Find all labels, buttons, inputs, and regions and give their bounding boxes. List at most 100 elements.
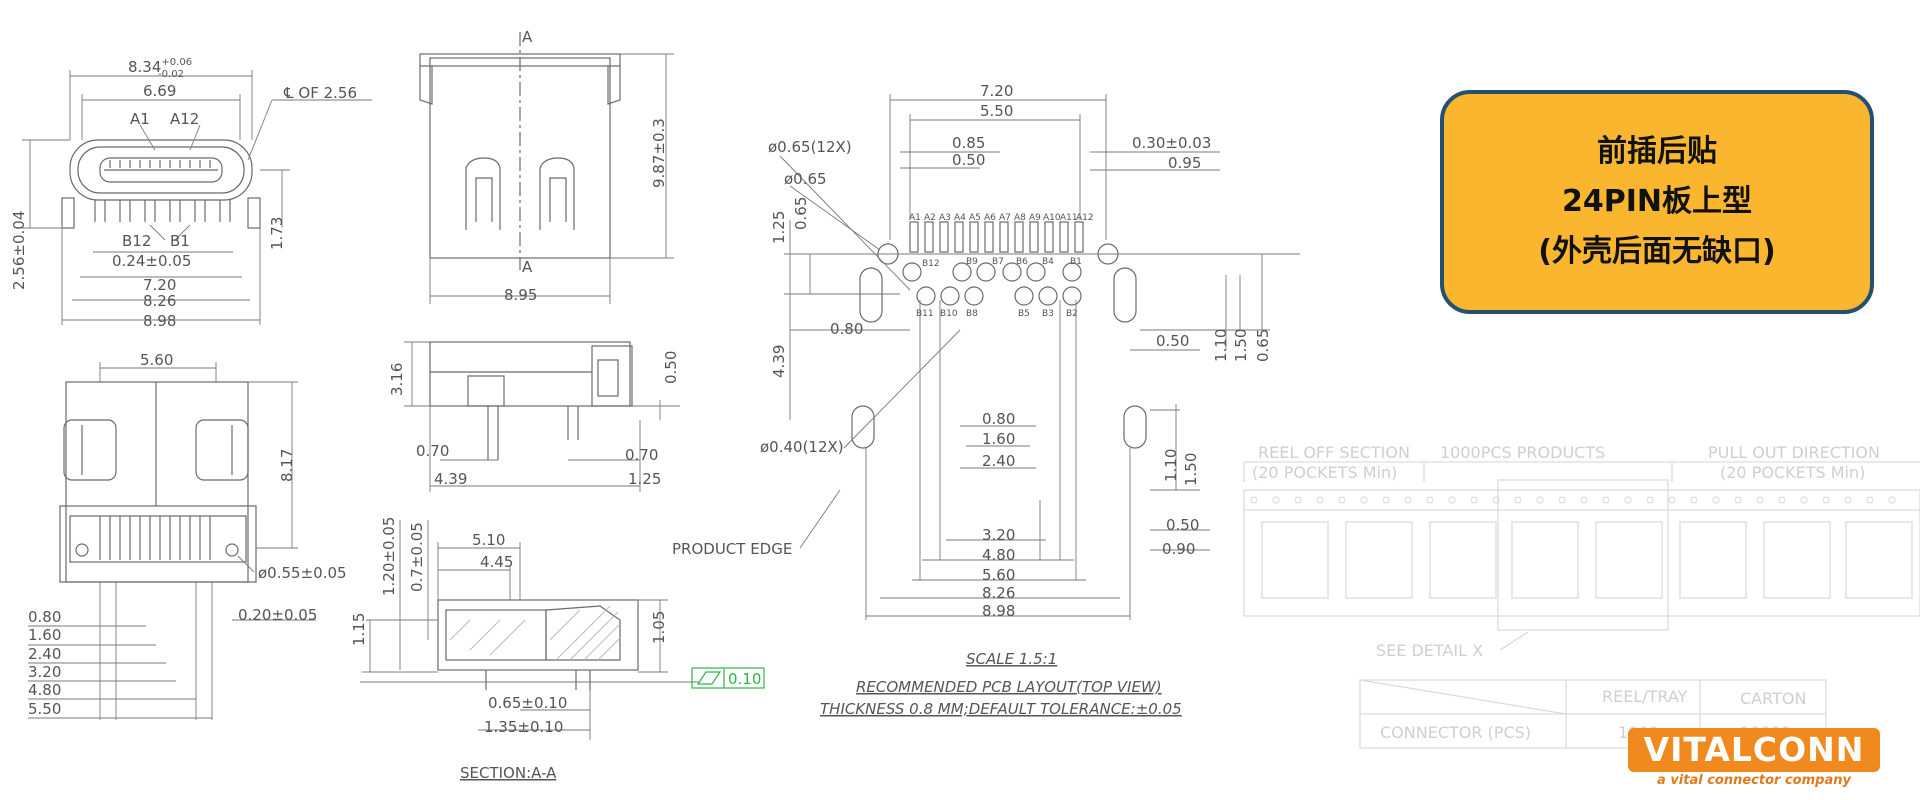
- pcb-right-0-50a: 0.50: [1156, 332, 1189, 350]
- pcb-dim-5-50: 5.50: [980, 102, 1013, 120]
- bottom-row-1-60: 1.60: [28, 626, 61, 644]
- table-col-carton: CARTON: [1740, 689, 1806, 708]
- reel-products: 1000PCS PRODUCTS: [1440, 443, 1605, 462]
- bottom-row-2-40: 2.40: [28, 645, 61, 663]
- pcb-c-2-40: 2.40: [982, 452, 1015, 470]
- bottom-pin-width: 0.20±0.05: [238, 606, 317, 624]
- front-dim-1-73: 1.73: [268, 217, 286, 250]
- top-view: A A 8.95 9.87±0.3: [419, 28, 674, 304]
- pcb-pins-b-bottom: B11 B10 B8 B5 B3 B2: [916, 309, 1078, 319]
- pcb-pins-a: A1 A2 A3 A4 A5 A6 A7 A8 A9 A10 A11 A12: [909, 213, 1094, 223]
- svg-text:B9: B9: [966, 257, 978, 267]
- bottom-hole: ø0.55±0.05: [258, 564, 347, 582]
- top-width: 8.95: [504, 286, 537, 304]
- bottom-row-0-80: 0.80: [28, 608, 61, 626]
- pcb-right-0-50b: 0.50: [1166, 516, 1199, 534]
- pcb-b-3-20: 3.20: [982, 526, 1015, 544]
- svg-text:A1: A1: [909, 213, 921, 223]
- svg-text:A8: A8: [1014, 213, 1026, 223]
- bottom-row-3-20: 3.20: [28, 663, 61, 681]
- pcb-hole-dia: ø0.65: [784, 170, 827, 188]
- section-dim-0-7: 0.7±0.05: [408, 522, 426, 592]
- logo-tagline: a vital connector company: [1657, 773, 1851, 788]
- pcb-dim-0-95: 0.95: [1168, 154, 1201, 172]
- front-dim-8-26: 8.26: [143, 292, 176, 310]
- callout-line-1: 前插后贴: [1597, 134, 1717, 169]
- reel-off-label: REEL OFF SECTION: [1258, 443, 1410, 462]
- pcb-right-0-90: 0.90: [1162, 540, 1195, 558]
- reel-pull-out-sub: (20 POCKETS Min): [1720, 463, 1865, 482]
- pcb-dim-7-20: 7.20: [980, 82, 1013, 100]
- svg-text:A12: A12: [1076, 213, 1094, 223]
- pcb-pad-dia: ø0.65(12X): [768, 138, 852, 156]
- pcb-pins-b-top: B12 B9 B7 B6 B4 B1: [922, 257, 1082, 269]
- pcb-c-0-80: 0.80: [982, 410, 1015, 428]
- side-height: 3.16: [388, 363, 406, 396]
- pcb-b-8-98: 8.98: [982, 602, 1015, 620]
- section-dim-1-15: 1.15: [350, 613, 368, 646]
- side-left-070: 0.70: [416, 442, 449, 460]
- section-dim-1-05: 1.05: [650, 611, 668, 644]
- bottom-top-width: 5.60: [140, 351, 173, 369]
- bottom-row-4-80: 4.80: [28, 681, 61, 699]
- see-detail: SEE DETAIL X: [1376, 641, 1483, 660]
- svg-text:B10: B10: [940, 309, 958, 319]
- pcb-right-0-65: 0.65: [1254, 329, 1272, 362]
- svg-text:A4: A4: [954, 213, 966, 223]
- pcb-left-1-25: 1.25: [770, 211, 788, 244]
- svg-text:A9: A9: [1029, 213, 1041, 223]
- svg-text:B12: B12: [922, 259, 940, 269]
- top-height: 9.87±0.3: [650, 118, 668, 188]
- front-pitch: 0.24±0.05: [112, 252, 191, 270]
- svg-text:B4: B4: [1042, 257, 1054, 267]
- front-height: 2.56±0.04: [10, 211, 28, 290]
- section-view: 1.20±0.05 0.7±0.05 5.10 4.45 1.15 1.05 0…: [350, 517, 765, 782]
- side-right-125: 1.25: [628, 470, 661, 488]
- svg-text:B8: B8: [966, 309, 978, 319]
- svg-text:A11: A11: [1060, 213, 1078, 223]
- flatness-value: 0.10: [728, 670, 761, 688]
- bottom-row-5-50: 5.50: [28, 700, 61, 718]
- section-dim-5-10: 5.10: [472, 531, 505, 549]
- pcb-left-0-65: 0.65: [792, 197, 810, 230]
- svg-text:B2: B2: [1066, 309, 1078, 319]
- svg-text:B6: B6: [1016, 257, 1028, 267]
- bottom-view: 5.60 8.17 ø0.55±0.05 0.20±0.05 0.80 1.60…: [28, 351, 347, 720]
- bottom-height: 8.17: [278, 449, 296, 482]
- section-title: SECTION:A-A: [460, 764, 557, 782]
- feature-callout: 前插后贴 24PIN板上型 (外壳后面无缺口): [1440, 90, 1874, 314]
- pin-b1-label: B1: [170, 232, 190, 250]
- front-dim-8-98: 8.98: [143, 312, 176, 330]
- svg-text:A2: A2: [924, 213, 936, 223]
- vitalconn-logo: VITALCONN a vital connector company: [1628, 728, 1880, 792]
- pcb-b-5-60: 5.60: [982, 566, 1015, 584]
- pcb-left-0-80: 0.80: [830, 320, 863, 338]
- svg-text:B1: B1: [1070, 257, 1082, 267]
- svg-text:B11: B11: [916, 309, 934, 319]
- svg-text:A6: A6: [984, 213, 996, 223]
- logo-wordmark: VITALCONN: [1628, 728, 1880, 772]
- pcb-left-4-39: 4.39: [770, 345, 788, 378]
- svg-text:B5: B5: [1018, 309, 1030, 319]
- side-view: 3.16 0.50 0.70 0.70 4.39 1.25: [388, 341, 680, 492]
- pcb-right-1-10b: 1.10: [1162, 449, 1180, 482]
- pcb-small-hole: ø0.40(12X): [760, 438, 844, 456]
- pcb-right-1-10a: 1.10: [1212, 329, 1230, 362]
- pcb-dim-0-85: 0.85: [952, 134, 985, 152]
- product-edge: PRODUCT EDGE: [672, 540, 792, 558]
- svg-text:A3: A3: [939, 213, 951, 223]
- svg-text:A5: A5: [969, 213, 981, 223]
- svg-text:A10: A10: [1043, 213, 1061, 223]
- svg-text:B7: B7: [992, 257, 1004, 267]
- centerline-note: ℄ OF 2.56: [283, 84, 357, 102]
- pcb-scale: SCALE 1.5:1: [966, 650, 1057, 668]
- pcb-b-4-80: 4.80: [982, 546, 1015, 564]
- front-view: 8.34+0.06-0.02 6.69 ℄ OF 2.56 A1 A12 B12…: [10, 57, 372, 330]
- front-width-label: 8.34+0.06-0.02: [128, 57, 192, 80]
- section-mark-bottom: A: [522, 258, 533, 276]
- pcb-b-8-26: 8.26: [982, 584, 1015, 602]
- section-dim-1-35: 1.35±0.10: [484, 718, 563, 736]
- section-dim-0-65: 0.65±0.10: [488, 694, 567, 712]
- pcb-thickness-note: THICKNESS 0.8 MM;DEFAULT TOLERANCE:±0.05: [820, 700, 1182, 718]
